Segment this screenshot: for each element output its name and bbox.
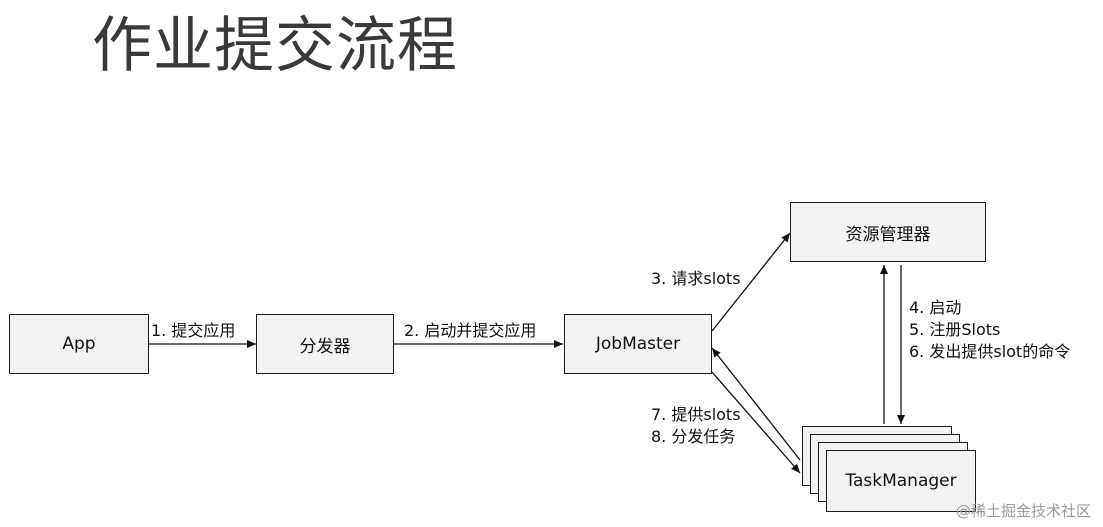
- edge-label-tm-jm-1: 7. 提供slots: [651, 405, 741, 424]
- watermark: @稀土掘金技术社区: [955, 502, 1091, 520]
- edge-label-tm-jm: 7. 提供slots 8. 分发任务: [651, 404, 741, 448]
- app-node-label: App: [62, 334, 96, 354]
- app-node: App: [9, 314, 149, 374]
- edge-label-submit-app: 1. 提交应用: [151, 321, 236, 340]
- edge-label-rm-tm-1: 4. 启动: [909, 298, 962, 317]
- edge-label-rm-tm-2: 5. 注册Slots: [909, 320, 1001, 339]
- dispatcher-node-label: 分发器: [299, 336, 351, 357]
- arrow-jobmaster-to-rm: [711, 232, 791, 332]
- edge-label-rm-tm-3: 6. 发出提供slot的命令: [909, 342, 1071, 361]
- jobmaster-node-label: JobMaster: [595, 334, 681, 354]
- resource-manager-node-label: 资源管理器: [845, 224, 931, 245]
- edge-label-tm-jm-2: 8. 分发任务: [651, 427, 736, 446]
- dispatcher-node: 分发器: [256, 314, 394, 374]
- task-manager-node: TaskManager: [826, 450, 976, 512]
- edge-label-rm-tm: 4. 启动 5. 注册Slots 6. 发出提供slot的命令: [909, 297, 1070, 363]
- arrow-jobmaster-to-tm: [711, 371, 801, 474]
- arrow-tm-to-jobmaster: [711, 347, 801, 461]
- edge-label-request-slots: 3. 请求slots: [651, 269, 741, 288]
- task-manager-node-label: TaskManager: [845, 471, 957, 491]
- edge-label-start-submit: 2. 启动并提交应用: [404, 321, 537, 340]
- jobmaster-node: JobMaster: [564, 314, 712, 374]
- page-title: 作业提交流程: [92, 11, 458, 81]
- resource-manager-node: 资源管理器: [790, 202, 986, 262]
